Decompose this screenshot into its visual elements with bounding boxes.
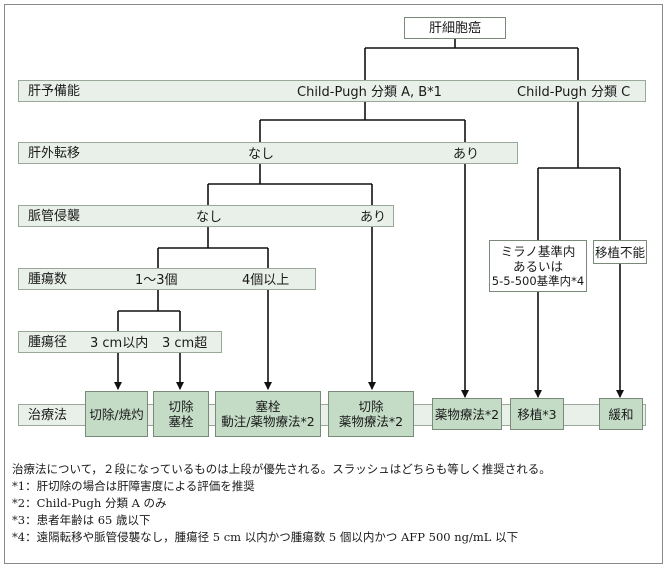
treatment-palliative: 緩和 bbox=[599, 398, 643, 430]
treatment-5-line-1: 薬物療法*2 bbox=[434, 406, 500, 422]
note-1: *1：肝切除の場合は肝障害度による評価を推奨 bbox=[12, 479, 255, 493]
row-label-tumor-size: 腫瘍径 bbox=[28, 335, 68, 350]
note-2: *2：Child-Pugh 分類 A のみ bbox=[12, 496, 167, 510]
treatment-resection-drug: 切除 薬物療法*2 bbox=[328, 391, 414, 437]
row-extrahepatic: 肝外転移 bbox=[18, 142, 518, 164]
treatment-resection-ablation: 切除/焼灼 bbox=[85, 391, 148, 437]
row-label-treatment: 治療法 bbox=[28, 408, 68, 423]
option-child-pugh-ab: Child-Pugh 分類 A, B*1 bbox=[297, 85, 442, 100]
option-extrahepatic-none: なし bbox=[248, 147, 275, 162]
milan-line-3: 5-5-500基準内*4 bbox=[491, 273, 585, 288]
row-label-vascular: 脈管侵襲 bbox=[28, 209, 81, 224]
row-liver-function: 肝予備能 bbox=[18, 80, 646, 102]
row-tumor-size: 腫瘍径 bbox=[18, 331, 222, 353]
option-count-4plus: 4個以上 bbox=[242, 273, 290, 288]
treatment-drug-therapy: 薬物療法*2 bbox=[432, 398, 502, 430]
treatment-4-line-2: 薬物療法*2 bbox=[338, 414, 404, 429]
note-3: *3：患者年齢は 65 歳以下 bbox=[12, 513, 151, 527]
treatment-transplant: 移植*3 bbox=[510, 398, 564, 430]
no-transplant-label: 移植不能 bbox=[594, 244, 645, 260]
option-vascular-present: あり bbox=[360, 210, 387, 225]
option-vascular-none: なし bbox=[196, 210, 223, 225]
treatment-2-line-2: 塞栓 bbox=[168, 414, 194, 429]
treatment-embolization-hepatic-arterial: 塞栓 動注/薬物療法*2 bbox=[215, 391, 321, 437]
treatment-1-line-1: 切除/焼灼 bbox=[89, 406, 144, 422]
option-count-1to3: 1〜3個 bbox=[135, 273, 178, 288]
row-vascular: 脈管侵襲 bbox=[18, 205, 394, 227]
note-main: 治療法について，２段になっているものは上段が優先される。スラッシュはどちらも等し… bbox=[12, 462, 551, 476]
option-size-within3: 3 cm以内 bbox=[90, 336, 149, 351]
row-label-liver-function: 肝予備能 bbox=[28, 84, 81, 99]
option-size-over3: 3 cm超 bbox=[162, 336, 208, 351]
no-transplant-box: 移植不能 bbox=[593, 240, 647, 264]
row-label-tumor-count: 腫瘍数 bbox=[28, 272, 68, 287]
row-tumor-count: 腫瘍数 bbox=[18, 268, 316, 290]
milan-line-2: あるいは bbox=[512, 258, 563, 274]
note-4: *4：遠隔転移や脈管侵襲なし，腫瘍径 5 cm 以内かつ腫瘍数 5 個以内かつ … bbox=[12, 530, 519, 544]
treatment-4-line-1: 切除 bbox=[358, 399, 384, 414]
option-extrahepatic-present: あり bbox=[453, 147, 480, 162]
treatment-2-line-1: 切除 bbox=[168, 399, 194, 414]
treatment-3-line-1: 塞栓 bbox=[255, 399, 281, 414]
milan-criteria-box: ミラノ基準内 あるいは 5-5-500基準内*4 bbox=[489, 240, 587, 292]
milan-line-1: ミラノ基準内 bbox=[500, 243, 576, 259]
root-node: 肝細胞癌 bbox=[404, 17, 506, 39]
treatment-6-line-1: 移植*3 bbox=[517, 406, 557, 422]
row-label-extrahepatic: 肝外転移 bbox=[28, 146, 81, 161]
treatment-resection-embolization: 切除 塞栓 bbox=[153, 391, 209, 437]
option-child-pugh-c: Child-Pugh 分類 C bbox=[517, 85, 631, 100]
treatment-3-line-2: 動注/薬物療法*2 bbox=[221, 414, 315, 429]
treatment-7-line-1: 緩和 bbox=[608, 406, 634, 422]
